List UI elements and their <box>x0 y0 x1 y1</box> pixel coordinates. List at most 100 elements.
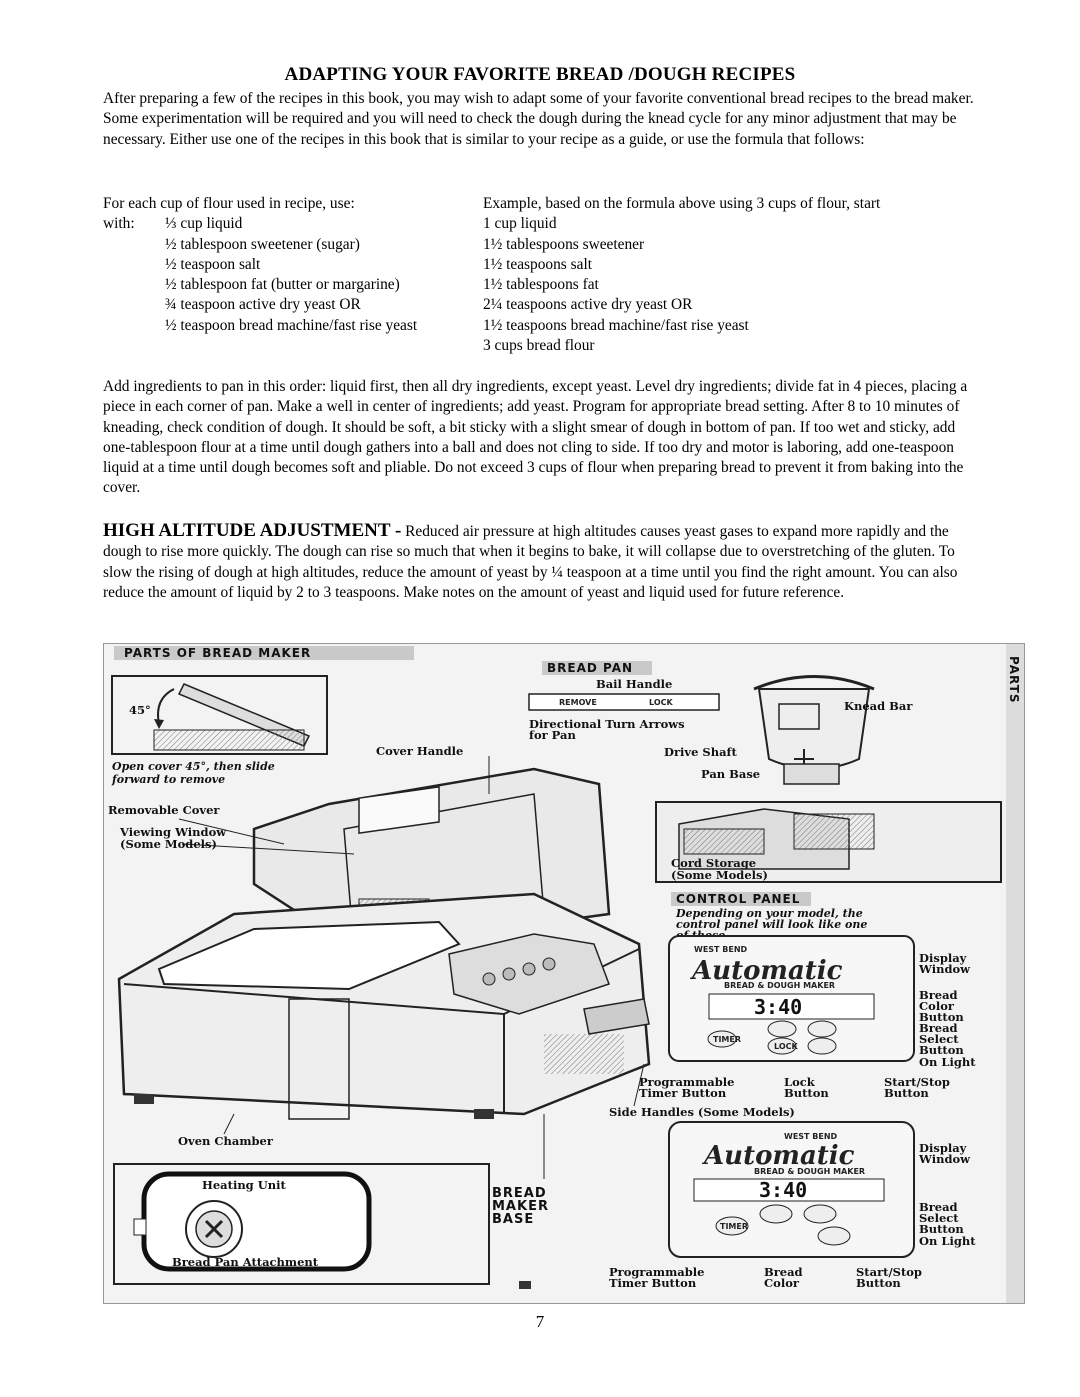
p2-bread-select-label: Select <box>919 1211 959 1225</box>
intro-paragraph: After preparing a few of the recipes in … <box>103 90 974 148</box>
p1-lock-label: Button <box>784 1086 829 1100</box>
p2-display-window-label: Display <box>919 1141 967 1155</box>
oven-chamber-label: Oven Chamber <box>178 1134 274 1148</box>
p1-lock-label: Lock <box>784 1075 816 1089</box>
formula-with-label: with: <box>103 215 135 233</box>
open-cover-note: forward to remove <box>111 773 225 786</box>
turn-arrows-label: Directional Turn Arrows <box>529 717 685 731</box>
panel1-subtitle: BREAD & DOUGH MAKER <box>724 981 835 990</box>
p1-on-light-label: On Light <box>919 1055 976 1069</box>
p2-programmable-timer-label: Programmable <box>609 1265 704 1279</box>
high-altitude-paragraph: HIGH ALTITUDE ADJUSTMENT - Reduced air p… <box>103 520 983 603</box>
drive-shaft-label: Drive Shaft <box>664 745 737 759</box>
p1-bread-select-label: Button <box>919 1043 964 1057</box>
p2-bread-color-label: Color <box>764 1276 800 1290</box>
p2-bread-select-label: Bread <box>919 1200 958 1214</box>
viewing-window-label: (Some Models) <box>120 837 217 851</box>
heating-unit-inset <box>113 1163 490 1285</box>
pan-base-label: Pan Base <box>701 767 760 781</box>
p1-bread-color-label: Color <box>919 999 955 1013</box>
bread-pan-header: BREAD PAN <box>547 661 633 675</box>
high-altitude-heading: HIGH ALTITUDE ADJUSTMENT - <box>103 520 402 541</box>
page-title: ADAPTING YOUR FAVORITE BREAD /DOUGH RECI… <box>284 64 796 85</box>
example-intro: Example, based on the formula above usin… <box>483 195 881 212</box>
example-item: 3 cups bread flour <box>483 337 595 355</box>
p1-programmable-timer-label: Timer Button <box>639 1086 727 1100</box>
panel2-maker: WEST BEND <box>784 1132 838 1141</box>
knead-bar-label: Knead Bar <box>844 699 913 713</box>
figure-header: PARTS OF BREAD MAKER <box>124 646 311 660</box>
panel1-maker: WEST BEND <box>694 945 748 954</box>
example-item: 1½ tablespoons fat <box>483 276 599 294</box>
panel2-time: 3:40 <box>759 1178 807 1202</box>
turn-arrows-label: for Pan <box>529 728 576 742</box>
bread-pan-illustration <box>753 675 875 785</box>
cord-storage-label: Cord Storage <box>671 856 756 870</box>
example-item: 1½ tablespoons sweetener <box>483 235 645 253</box>
angle-label: 45° <box>129 703 151 717</box>
formula-item: ½ tablespoon sweetener (sugar) <box>165 235 360 253</box>
removable-cover-label: Removable Cover <box>108 803 220 817</box>
p1-display-window-label: Window <box>918 962 971 976</box>
p1-start-stop-label: Start/Stop <box>884 1075 950 1089</box>
formula-item: ½ tablespoon fat (butter or margarine) <box>165 276 400 294</box>
panel1-script: Automatic <box>689 956 843 986</box>
page-number: 7 <box>535 1312 545 1331</box>
control-panel-note: control panel will look like one <box>676 918 867 931</box>
turn-arrows-illustration: REMOVE LOCK <box>528 693 720 711</box>
control-panel-2: WEST BEND Automatic BREAD & DOUGH MAKER … <box>668 1121 915 1258</box>
p1-programmable-timer-label: Programmable <box>639 1075 734 1089</box>
p2-start-stop-label: Button <box>856 1276 901 1290</box>
bread-maker-illustration <box>117 767 651 1120</box>
cover-handle-label: Cover Handle <box>376 744 463 758</box>
formula-item: ½ teaspoon salt <box>165 255 261 273</box>
bread-pan-attachment-label: Bread Pan Attachment <box>172 1255 319 1269</box>
panel1-button-label: TIMER <box>713 1035 741 1044</box>
panel1-time: 3:40 <box>754 995 802 1019</box>
bread-maker-base-label: BREAD <box>492 1186 547 1201</box>
cord-storage-label: (Some Models) <box>671 868 768 882</box>
bread-maker-base-label: BASE <box>492 1212 534 1227</box>
arrow-remove-label: REMOVE <box>559 698 597 707</box>
formula-left-intro: For each cup of flour used in recipe, us… <box>103 195 355 212</box>
heating-unit-label: Heating Unit <box>202 1178 286 1192</box>
p1-bread-select-label: Select <box>919 1032 959 1046</box>
example-item: 1 cup liquid <box>483 215 557 233</box>
control-panel-header: CONTROL PANEL <box>676 892 800 906</box>
instructions-paragraph: Add ingredients to pan in this order: li… <box>103 378 968 497</box>
open-cover-inset: 45° <box>111 675 328 755</box>
p1-display-window-label: Display <box>919 951 967 965</box>
p1-bread-select-label: Bread <box>919 1021 958 1035</box>
p1-bread-color-label: Button <box>919 1010 964 1024</box>
formula-item: ½ teaspoon bread machine/fast rise yeast <box>165 316 418 334</box>
high-altitude-text: Reduced air pressure at high altitudes c… <box>103 523 958 601</box>
panel2-script: Automatic <box>701 1141 855 1171</box>
panel2-subtitle: BREAD & DOUGH MAKER <box>754 1167 865 1176</box>
open-cover-note: Open cover 45°, then slide <box>112 760 275 773</box>
bail-handle-label: Bail Handle <box>596 677 672 691</box>
arrow-lock-label: LOCK <box>649 698 673 707</box>
panel1-button-label: LOCK <box>774 1042 798 1051</box>
formula-item: ⅓ cup liquid <box>165 215 243 233</box>
parts-diagram: PARTS PARTS OF BREAD MAKER 45° Open cove… <box>103 643 1025 1304</box>
side-handles-label: Side Handles (Some Models) <box>609 1105 795 1119</box>
formula-left-column: For each cup of flour used in recipe, us… <box>103 194 417 336</box>
p1-start-stop-label: Button <box>884 1086 929 1100</box>
p2-bread-color-label: Bread <box>764 1265 803 1279</box>
p2-display-window-label: Window <box>918 1152 971 1166</box>
p2-bread-select-label: Button <box>919 1222 964 1236</box>
formula-right-column: Example, based on the formula above usin… <box>483 194 880 356</box>
panel2-button-label: TIMER <box>720 1222 748 1231</box>
control-panel-note: Depending on your model, the <box>675 907 863 920</box>
example-item: 1½ teaspoons bread machine/fast rise yea… <box>483 316 749 334</box>
bread-maker-base-label: MAKER <box>492 1199 549 1214</box>
p2-programmable-timer-label: Timer Button <box>609 1276 697 1290</box>
side-tab-label: PARTS <box>1007 656 1021 704</box>
p1-bread-color-label: Bread <box>919 988 958 1002</box>
cord-storage-inset <box>655 801 1002 883</box>
example-item: 1½ teaspoons salt <box>483 255 593 273</box>
control-panel-1: WEST BEND Automatic BREAD & DOUGH MAKER … <box>668 935 915 1062</box>
p2-start-stop-label: Start/Stop <box>856 1265 922 1279</box>
p2-on-light-label: On Light <box>919 1234 976 1248</box>
formula-item: ¾ teaspoon active dry yeast OR <box>165 296 361 314</box>
